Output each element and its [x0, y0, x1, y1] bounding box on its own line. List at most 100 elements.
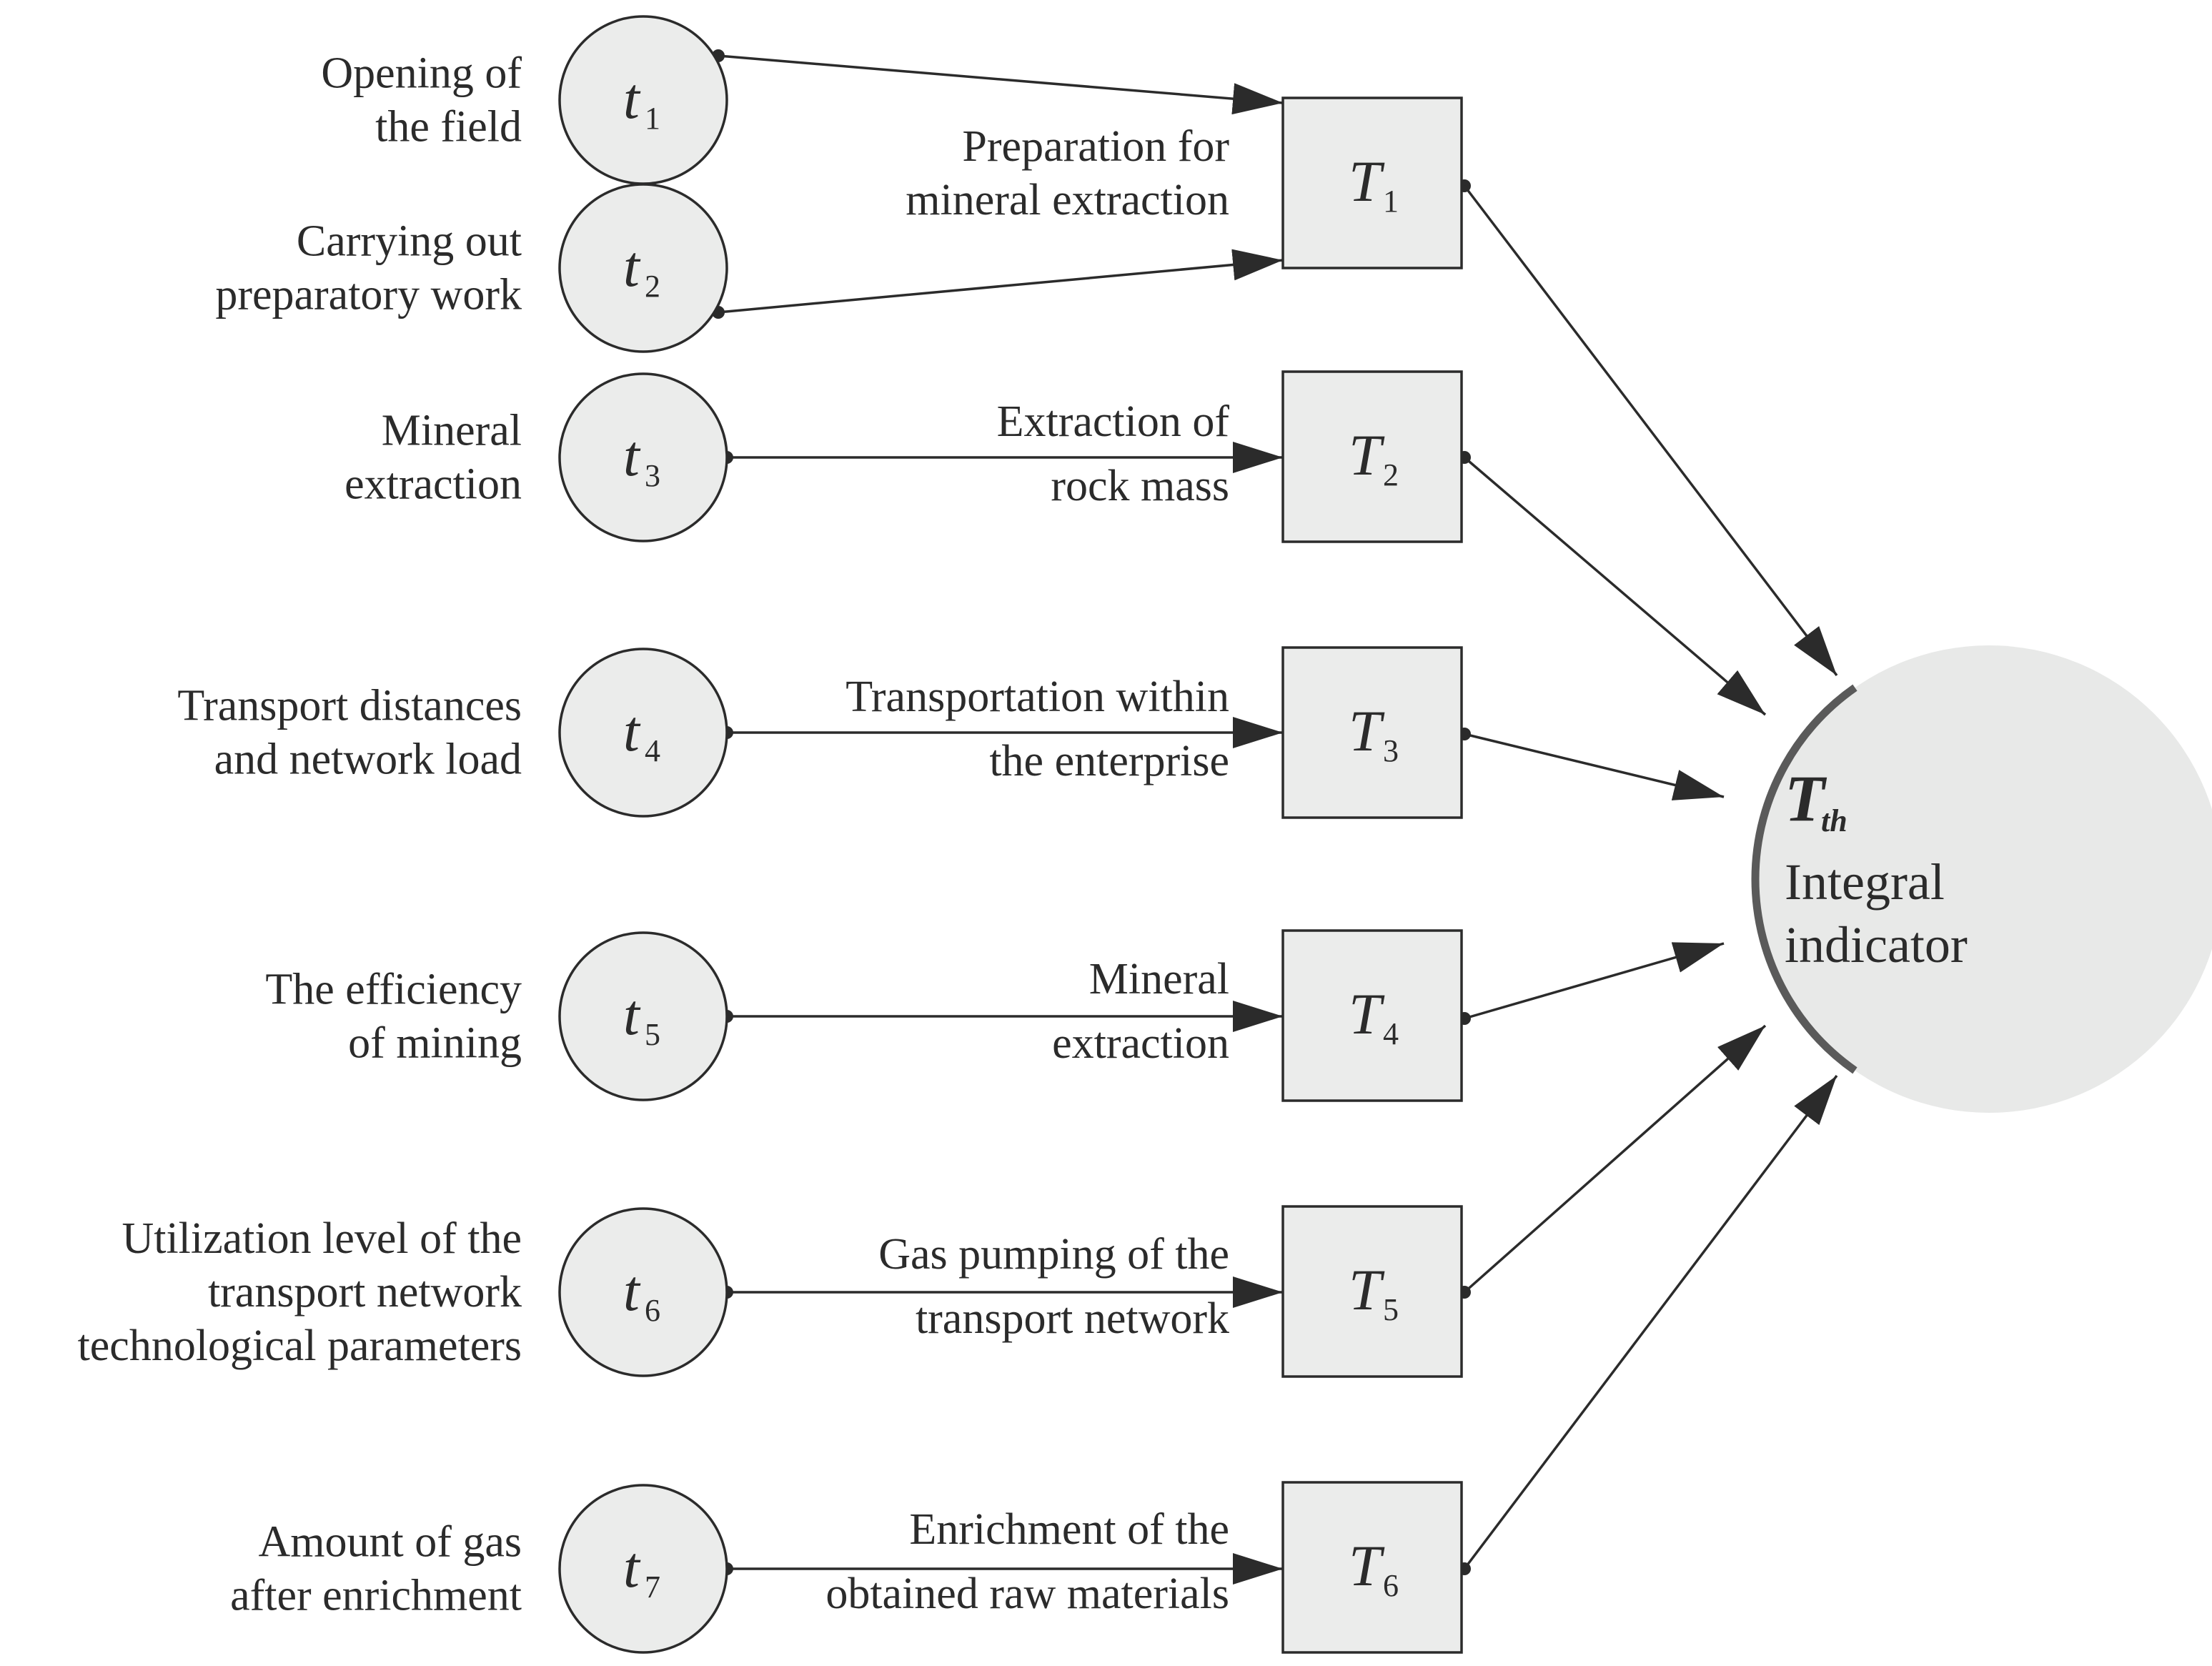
input-label-t1-line-1: Opening of — [321, 49, 522, 98]
stage-label-line-1: Mineral — [1089, 955, 1229, 1003]
stage-symbol: T — [1349, 981, 1385, 1046]
input-subscript: 5 — [645, 1017, 660, 1052]
stage-box — [1281, 1481, 1463, 1654]
input-subscript: 7 — [645, 1570, 660, 1605]
stage-box — [1281, 929, 1463, 1102]
input-symbol: t — [623, 1534, 641, 1600]
input-label-t1-line-2: the field — [375, 103, 522, 152]
input-label-t4-line-2: and network load — [214, 735, 522, 784]
edges-layer — [712, 49, 1838, 1585]
result-label-line-2: indicator — [1785, 916, 1968, 973]
edge-t1-to-T1 — [718, 54, 1284, 115]
result-label-line-1: Integral — [1785, 853, 1945, 911]
stage-label-line-1: Transportation within — [845, 673, 1229, 721]
stage-symbol: T — [1349, 698, 1385, 763]
input-circle — [558, 931, 728, 1101]
stage-label-line-2: transport network — [916, 1294, 1229, 1343]
input-circle — [558, 15, 728, 185]
edge-T1-to-result — [1463, 184, 1838, 677]
stage-label-T2: Extraction of rock mass — [997, 397, 1230, 510]
edge-t2-to-T1 — [718, 249, 1284, 314]
input-circle — [558, 183, 728, 353]
stage-subscript: 2 — [1383, 457, 1399, 492]
stage-box — [1281, 646, 1463, 819]
stage-subscript: 6 — [1383, 1568, 1399, 1603]
input-label-t5-line-2: of mining — [348, 1019, 522, 1068]
input-label-t6-line-3: technological parameters — [78, 1322, 522, 1370]
stage-label-line-2: rock mass — [1051, 462, 1229, 510]
input-subscript: 2 — [645, 269, 660, 304]
input-subscript: 3 — [645, 458, 660, 493]
stage-label-line-1: Gas pumping of the — [878, 1230, 1229, 1279]
input-label-t6-line-1: Utilization level of the — [121, 1214, 522, 1263]
input-label-t3-line-1: Mineral — [382, 407, 522, 455]
result-subscript: th — [1821, 803, 1848, 838]
edge-T2-to-result — [1463, 456, 1767, 716]
stage-label-T1: Preparation for mineral extraction — [906, 122, 1229, 224]
stage-subscript: 4 — [1383, 1016, 1399, 1051]
input-label-t2-line-2: preparatory work — [215, 271, 522, 319]
input-subscript: 6 — [645, 1293, 660, 1328]
input-symbol: t — [623, 234, 641, 299]
result-symbol: T — [1785, 762, 1827, 835]
result-circle — [1755, 645, 2212, 1113]
stage-label-T4: Mineral extraction — [1052, 955, 1229, 1068]
edge-T6-to-result — [1463, 1074, 1838, 1570]
stage-label-line-2: obtained raw materials — [825, 1570, 1229, 1618]
stage-symbol: T — [1349, 422, 1385, 487]
stage-label-line-1: Extraction of — [997, 397, 1230, 446]
input-circle — [558, 1484, 728, 1654]
input-symbol: t — [623, 982, 641, 1047]
edge-T5-to-result — [1463, 1024, 1767, 1294]
input-label-t6-line-2: transport network — [208, 1268, 522, 1317]
input-circle — [558, 372, 728, 542]
edge-T3-to-result — [1464, 733, 1725, 800]
stage-symbol: T — [1349, 1533, 1385, 1598]
input-symbol: t — [623, 1258, 641, 1323]
input-subscript: 1 — [645, 101, 660, 136]
input-circle — [558, 1207, 728, 1377]
input-label-t5-line-1: The efficiency — [265, 966, 522, 1014]
input-symbol: t — [623, 66, 641, 131]
input-subscript: 4 — [645, 733, 660, 768]
stage-label-line-1: Enrichment of the — [909, 1505, 1229, 1554]
stage-label-line-2: mineral extraction — [906, 176, 1229, 224]
edge-T4-to-result — [1464, 942, 1725, 1020]
input-symbol: t — [623, 698, 641, 763]
input-label-t7-line-1: Amount of gas — [258, 1518, 522, 1567]
input-label-t3-line-2: extraction — [344, 460, 522, 509]
input-label-t2-line-1: Carrying out — [297, 217, 522, 266]
input-symbol: t — [623, 423, 641, 488]
stage-subscript: 1 — [1383, 184, 1399, 219]
stage-symbol: T — [1349, 1257, 1385, 1322]
stage-box — [1281, 96, 1463, 269]
input-circle — [558, 648, 728, 818]
stage-label-T6: Enrichment of the obtained raw materials — [825, 1505, 1229, 1618]
stage-subscript: 3 — [1383, 733, 1399, 768]
stage-symbol: T — [1349, 149, 1385, 214]
stage-label-line-1: Preparation for — [962, 122, 1229, 171]
stage-box — [1281, 1205, 1463, 1378]
stage-label-T3: Transportation within the enterprise — [845, 673, 1229, 785]
input-label-t4-line-1: Transport distances — [177, 682, 522, 730]
stage-label-line-2: extraction — [1052, 1019, 1229, 1068]
input-label-t7-line-2: after enrichment — [230, 1572, 522, 1620]
stage-label-line-2: the enterprise — [989, 737, 1229, 785]
stage-box — [1281, 370, 1463, 543]
result-arc — [1751, 684, 1858, 1074]
